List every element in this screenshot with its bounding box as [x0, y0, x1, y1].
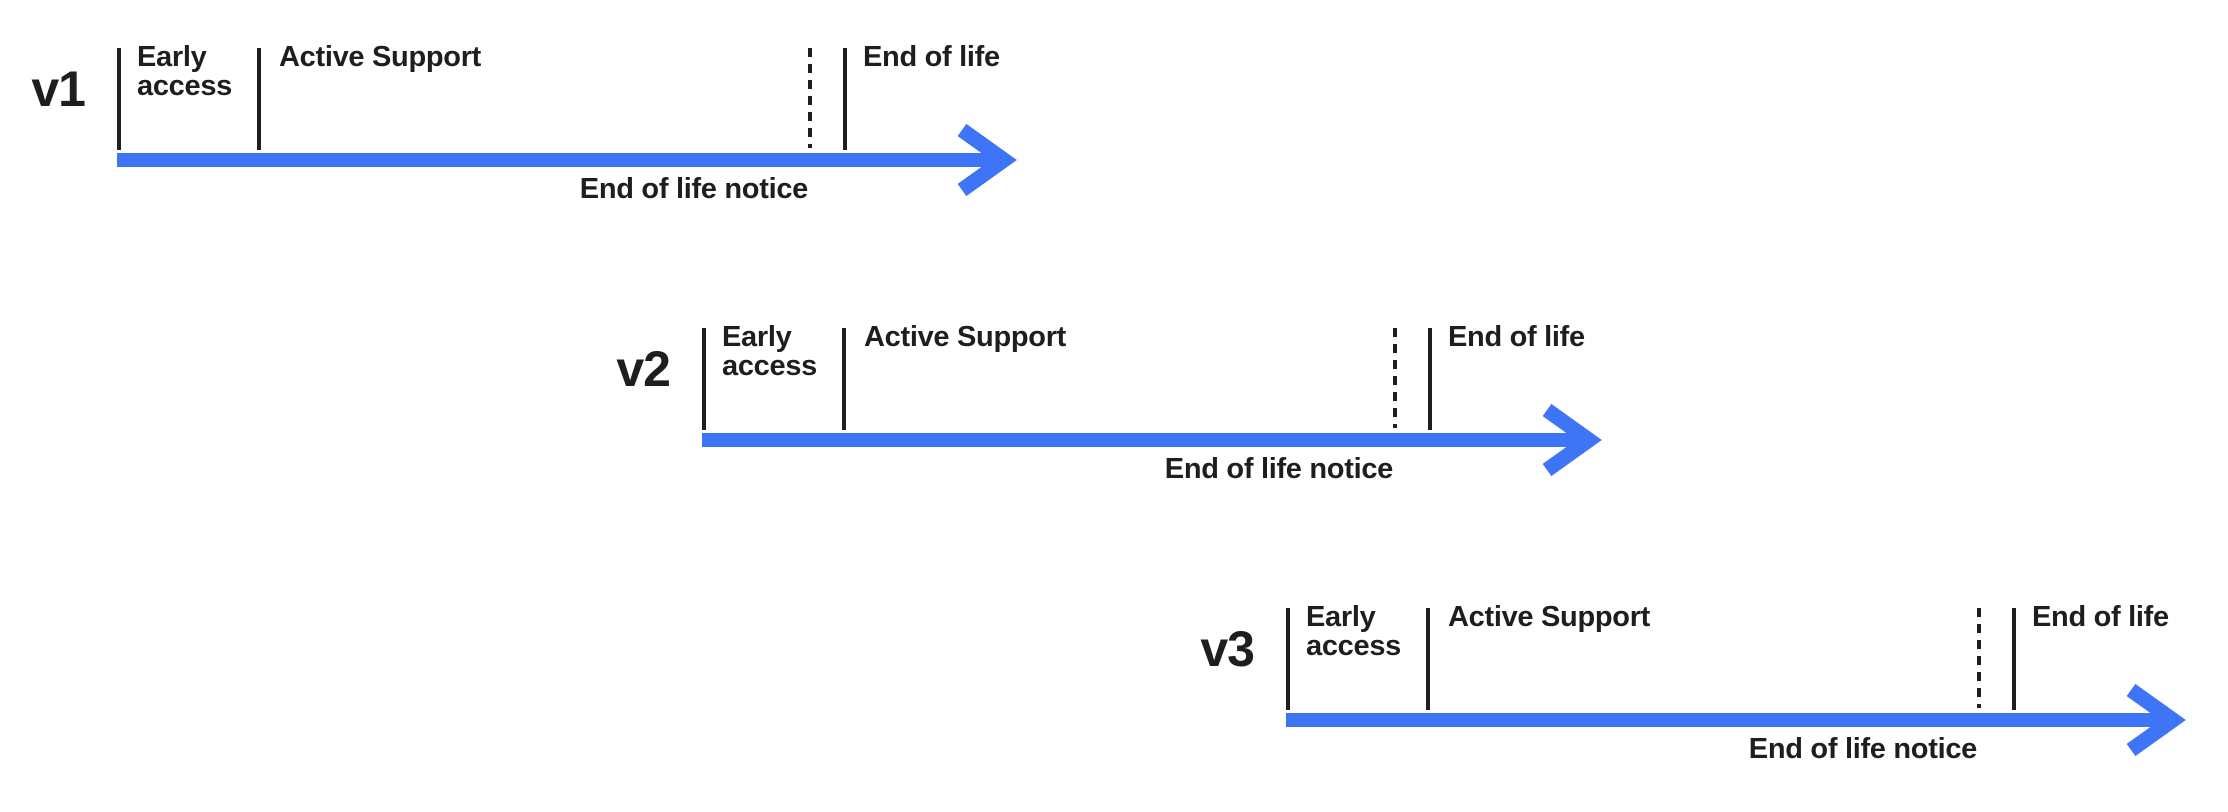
- timeline-v2: v2 Early access Active Support End of li…: [616, 323, 1632, 506]
- timeline-arrow-shaft: [117, 153, 997, 167]
- active-support-label: Active Support: [1448, 601, 1651, 633]
- arrow-head-icon: [2126, 683, 2186, 757]
- end-of-life-notice-label: End of life notice: [1748, 733, 1978, 765]
- timeline-v1: v1 Early access Active Support End of li…: [31, 43, 1047, 226]
- end-of-life-label: End of life: [2032, 601, 2169, 633]
- early-access-label: Early access: [1306, 601, 1401, 662]
- timeline-v3: v3 Early access Active Support End of li…: [1200, 603, 2216, 786]
- end-of-life-notice-label: End of life notice: [579, 173, 809, 205]
- arrow-head-icon: [1542, 403, 1602, 477]
- end-of-life-tick: [1428, 328, 1432, 430]
- active-support-start-tick: [842, 328, 846, 430]
- active-support-start-tick: [257, 48, 261, 150]
- end-of-life-tick: [2012, 608, 2016, 710]
- end-of-life-label: End of life: [1448, 321, 1585, 353]
- early-access-start-tick: [1286, 608, 1290, 710]
- early-access-start-tick: [702, 328, 706, 430]
- end-of-life-notice-dashed-line: [1977, 608, 1981, 708]
- active-support-label: Active Support: [279, 41, 482, 73]
- version-label: v1: [31, 61, 86, 117]
- version-label: v2: [616, 341, 671, 397]
- arrow-head-icon: [957, 123, 1017, 197]
- active-support-label: Active Support: [864, 321, 1067, 353]
- timeline-arrow-shaft: [702, 433, 1582, 447]
- active-support-start-tick: [1426, 608, 1430, 710]
- version-label: v3: [1200, 621, 1255, 677]
- end-of-life-tick: [843, 48, 847, 150]
- end-of-life-notice-label: End of life notice: [1164, 453, 1394, 485]
- early-access-label: Early access: [722, 321, 817, 382]
- end-of-life-notice-dashed-line: [808, 48, 812, 148]
- end-of-life-label: End of life: [863, 41, 1000, 73]
- early-access-label: Early access: [137, 41, 232, 102]
- timeline-arrow-shaft: [1286, 713, 2166, 727]
- early-access-start-tick: [117, 48, 121, 150]
- end-of-life-notice-dashed-line: [1393, 328, 1397, 428]
